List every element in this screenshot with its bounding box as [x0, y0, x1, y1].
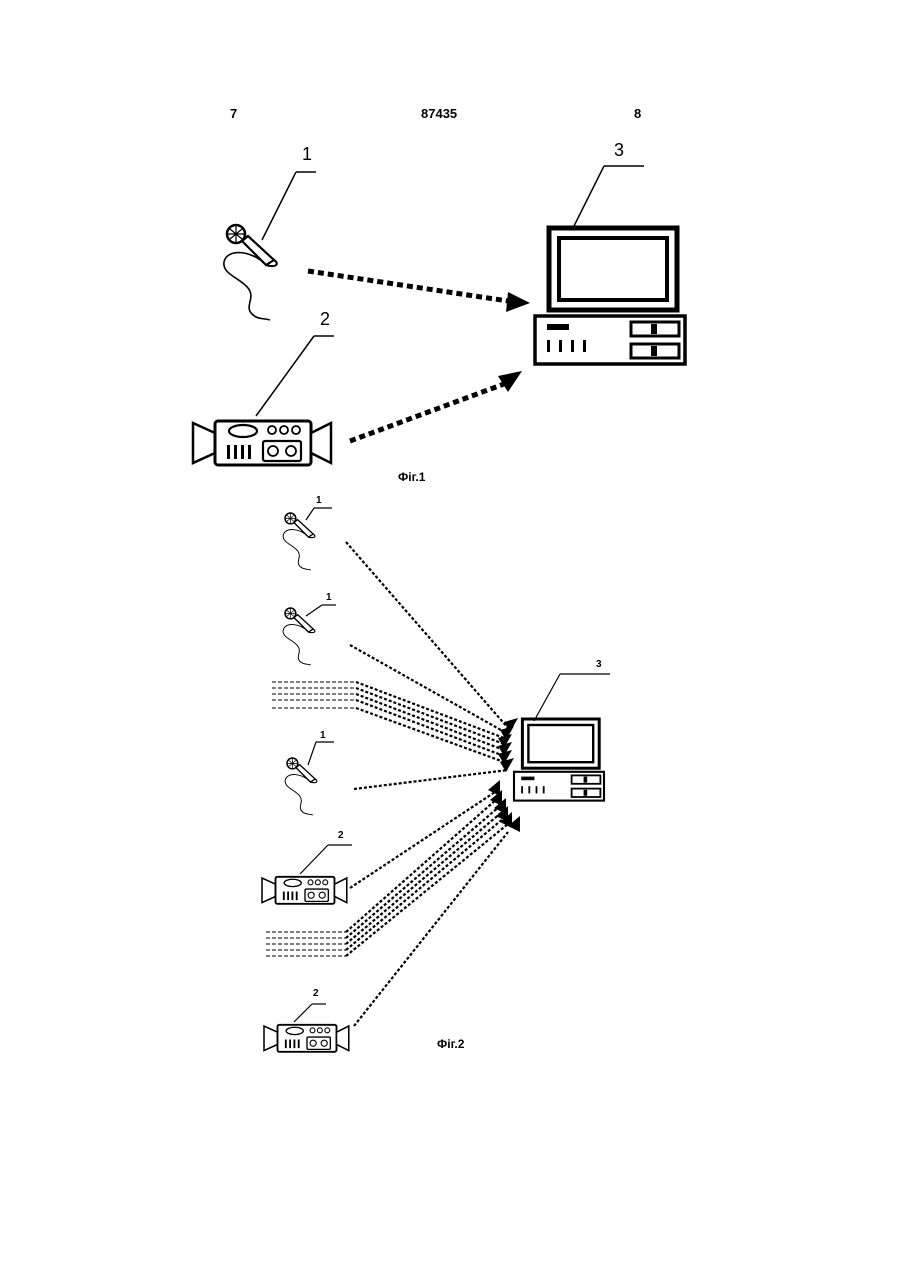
signal-arrow: [308, 271, 530, 312]
label-microphone: 1: [302, 144, 312, 164]
figure-2-caption: Фіг.2: [437, 1037, 465, 1051]
label-computer-2: 3: [596, 659, 602, 670]
computer-icon: [514, 719, 604, 801]
signal-arrow: [350, 371, 522, 441]
microphone-icon: [283, 513, 315, 570]
figure-1-caption: Фіг.1: [398, 470, 426, 484]
microphone-icon: [283, 608, 315, 665]
label-mic-a: 1: [316, 495, 322, 506]
leader-line-3: [572, 166, 604, 230]
computer-icon: [535, 228, 685, 364]
figure-1: 1 2 3 Фіг.1: [193, 140, 685, 484]
microphone-icon: [285, 758, 317, 815]
camcorder-icon: [262, 877, 347, 904]
label-mic-c: 1: [320, 730, 326, 741]
camcorder-icon: [193, 421, 331, 465]
leader-line-1: [262, 172, 296, 240]
label-camera-a: 2: [338, 830, 344, 841]
label-mic-b: 1: [326, 592, 332, 603]
label-camera: 2: [320, 309, 330, 329]
signal-lines: [346, 542, 508, 1026]
camcorder-icon: [264, 1025, 349, 1052]
label-camera-b: 2: [313, 988, 319, 999]
input-lines: [266, 682, 356, 956]
figure-2: 1 1 1 2 2 3: [262, 495, 610, 1052]
leader-line-2: [256, 336, 314, 416]
label-computer: 3: [614, 140, 624, 160]
microphone-icon: [224, 225, 277, 320]
